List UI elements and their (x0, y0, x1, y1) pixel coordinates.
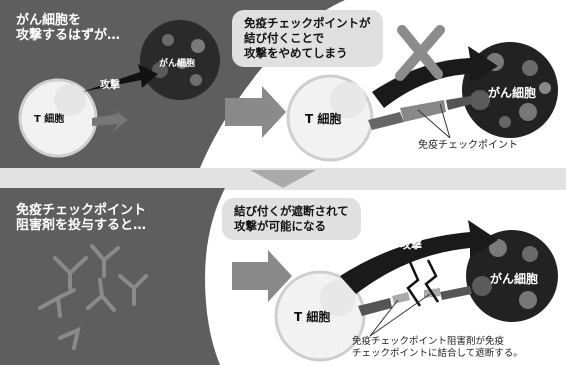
cancer-cell-small (140, 20, 220, 100)
bottom-caption: 免疫チェックポイント 阻害剤を投与すると… (16, 203, 147, 233)
top-caption: がん細胞を 攻撃するはずが… (16, 13, 121, 43)
checkpoint-leader-lines (417, 103, 451, 139)
top-panel: がん細胞を 攻撃するはずが… 攻撃 T 細胞 がん細胞 免疫チェックポイントが … (0, 0, 566, 168)
x-mark-icon (395, 25, 445, 81)
flow-arrow-bottom (232, 250, 292, 302)
attack-arrow-small (82, 64, 158, 92)
break-lightning-icon (406, 261, 422, 307)
antibody-icons (38, 244, 148, 350)
t-cell-bottom (274, 270, 366, 362)
cancer-cell-bottom (466, 230, 558, 322)
inhibitor-leader-lines (369, 293, 431, 337)
down-chevron-icon (250, 170, 316, 188)
checkpoint-label: 免疫チェックポイント (418, 140, 518, 151)
panel-divider (0, 168, 566, 190)
dark-wedge-bottom (0, 188, 225, 365)
inhibitor-label: 免疫チェックポイント阻害剤が免疫 チェックポイントに結合して遮断する。 (352, 336, 523, 359)
attack-arrow-bottom (340, 220, 498, 294)
t-cell-large-label: T 細胞 (305, 112, 342, 126)
top-speech-bubble: 免疫チェックポイントが 結び付くことで 攻撃をやめてしまう (232, 10, 383, 67)
blocked-receptors (358, 286, 472, 316)
attack-label-bottom: 攻撃 (400, 238, 422, 251)
checkpoint-receptors (368, 96, 472, 130)
flow-arrow-top (225, 86, 286, 138)
t-cell-small (18, 78, 98, 158)
bottom-panel-graphics (0, 188, 558, 365)
cancer-small-label: がん細胞 (159, 59, 196, 69)
bottom-speech-bubble: 結び付くが遮断されて 攻撃が可能になる (222, 198, 361, 240)
receptor-small (92, 108, 128, 132)
attack-label-small: 攻撃 (100, 80, 120, 91)
cancer-bottom-label: がん細胞 (490, 272, 539, 286)
t-cell-bottom-label: T 細胞 (294, 310, 331, 324)
cancer-large-label: がん細胞 (488, 86, 537, 100)
bottom-panel: 免疫チェックポイント 阻害剤を投与すると… 結び付くが遮断されて 攻撃が可能にな… (0, 188, 566, 365)
break-lightning-icon-2 (424, 259, 440, 303)
t-cell-small-label: T 細胞 (34, 114, 65, 125)
t-cell-large (286, 74, 374, 162)
